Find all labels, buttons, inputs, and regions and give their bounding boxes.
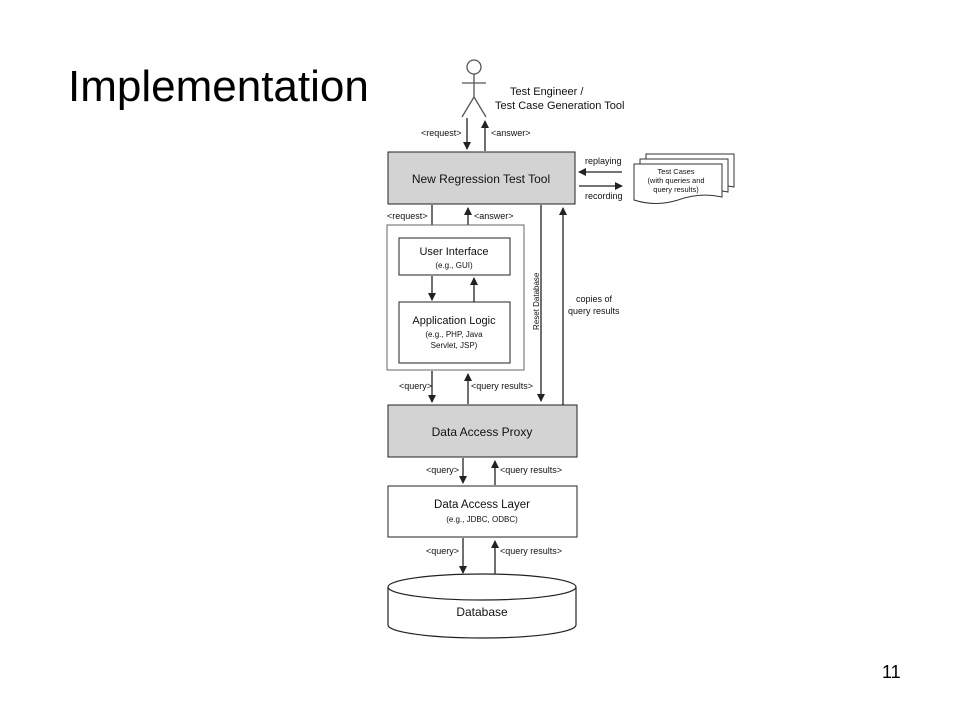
user-interface-label: User Interface [419,246,488,258]
label-recording: recording [585,191,623,201]
label-answer-top: <answer> [491,128,531,138]
label-results-3: <query results> [500,546,562,556]
data-access-proxy-label: Data Access Proxy [432,425,533,439]
label-replaying: replaying [585,156,622,166]
label-copies-line1: copies of [576,294,613,304]
data-access-proxy-box [387,404,578,458]
label-answer-mid: <answer> [474,211,514,221]
data-access-layer-sub: (e.g., JDBC, ODBC) [446,515,518,524]
data-access-layer-box [387,485,578,538]
label-request-top: <request> [421,128,462,138]
actor-label-line2: Test Case Generation Tool [495,100,624,112]
user-interface-box [398,237,511,276]
user-interface-sub: (e.g., GUI) [435,261,473,270]
label-query-3: <query> [426,546,459,556]
page-number: 11 [882,662,901,682]
label-query-1: <query> [399,381,432,391]
label-copies-line2: query results [568,306,620,316]
label-results-1: <query results> [471,381,533,391]
label-request-mid: <request> [387,211,428,221]
label-reset-database: Reset Database [532,272,541,330]
test-cases-stack [633,153,735,204]
regression-tool-box [387,151,576,205]
label-query-2: <query> [426,465,459,475]
application-logic-box [398,301,511,364]
data-access-layer-label: Data Access Layer [434,499,530,511]
database-label: Database [456,605,508,619]
application-logic-sub2: Servlet, JSP) [431,341,478,350]
test-cases-line3: query results) [653,185,699,194]
label-results-2: <query results> [500,465,562,475]
slide-title: Implementation [68,62,369,111]
actor-label-line1: Test Engineer / [510,86,584,98]
test-cases-line1: Test Cases [657,167,694,176]
application-logic-label: Application Logic [412,315,496,327]
actor-figure [461,59,487,118]
regression-tool-label: New Regression Test Tool [412,172,550,186]
application-logic-sub1: (e.g., PHP, Java [425,330,483,339]
test-cases-line2: (with queries and [647,176,704,185]
database-cylinder [387,573,577,639]
